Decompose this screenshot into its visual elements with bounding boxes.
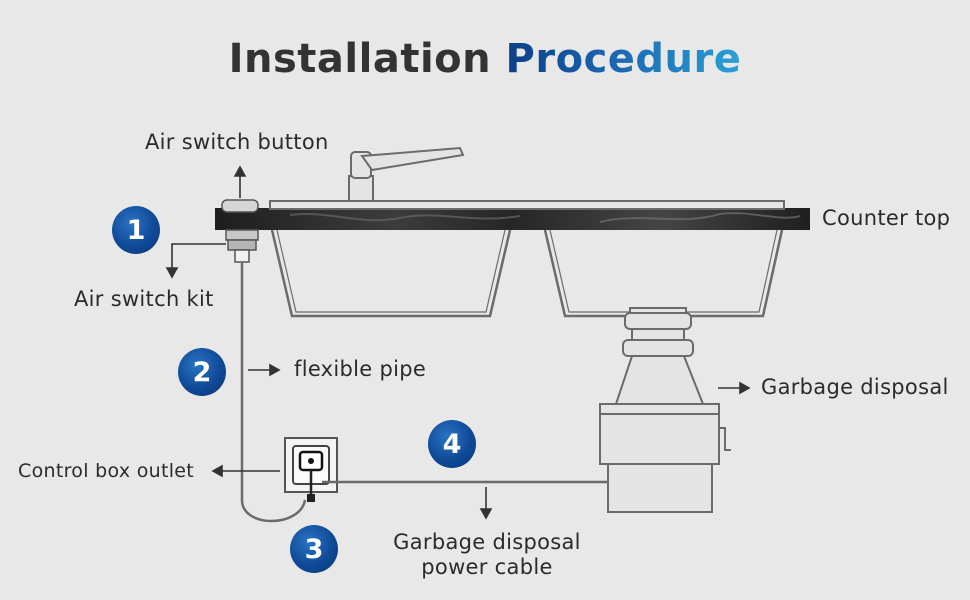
control-box-outlet-label: Control box outlet <box>18 460 195 482</box>
title-part-installation: Installation <box>228 36 492 82</box>
power-cable-label: Garbage disposal power cable <box>380 530 594 580</box>
garbage-disposal-unit <box>599 307 731 513</box>
step-badge-1: 1 <box>112 206 160 254</box>
sink-basins <box>270 229 784 318</box>
air-switch-kit-label: Air switch kit <box>74 287 214 311</box>
air-switch-button-label: Air switch button <box>145 130 329 154</box>
step-badge-4: 4 <box>428 420 476 468</box>
annotation-arrows <box>165 165 751 520</box>
faucet <box>348 146 465 203</box>
flexible-pipe-line <box>240 262 307 523</box>
control-box-outlet <box>284 437 338 502</box>
flexible-pipe-label: flexible pipe <box>294 357 427 381</box>
power-cable-label-line2: power cable <box>421 555 553 579</box>
title-part-procedure: Procedure <box>505 36 742 82</box>
garbage-disposal-label: Garbage disposal <box>761 375 949 399</box>
air-switch-assembly <box>221 199 259 263</box>
counter-top-slab <box>215 200 810 230</box>
step-badge-2: 2 <box>178 348 226 396</box>
counter-top-label: Counter top <box>822 206 951 230</box>
step-badge-3: 3 <box>290 525 338 573</box>
page-title: Installation Procedure <box>0 36 970 82</box>
power-cable-label-line1: Garbage disposal <box>393 530 581 554</box>
